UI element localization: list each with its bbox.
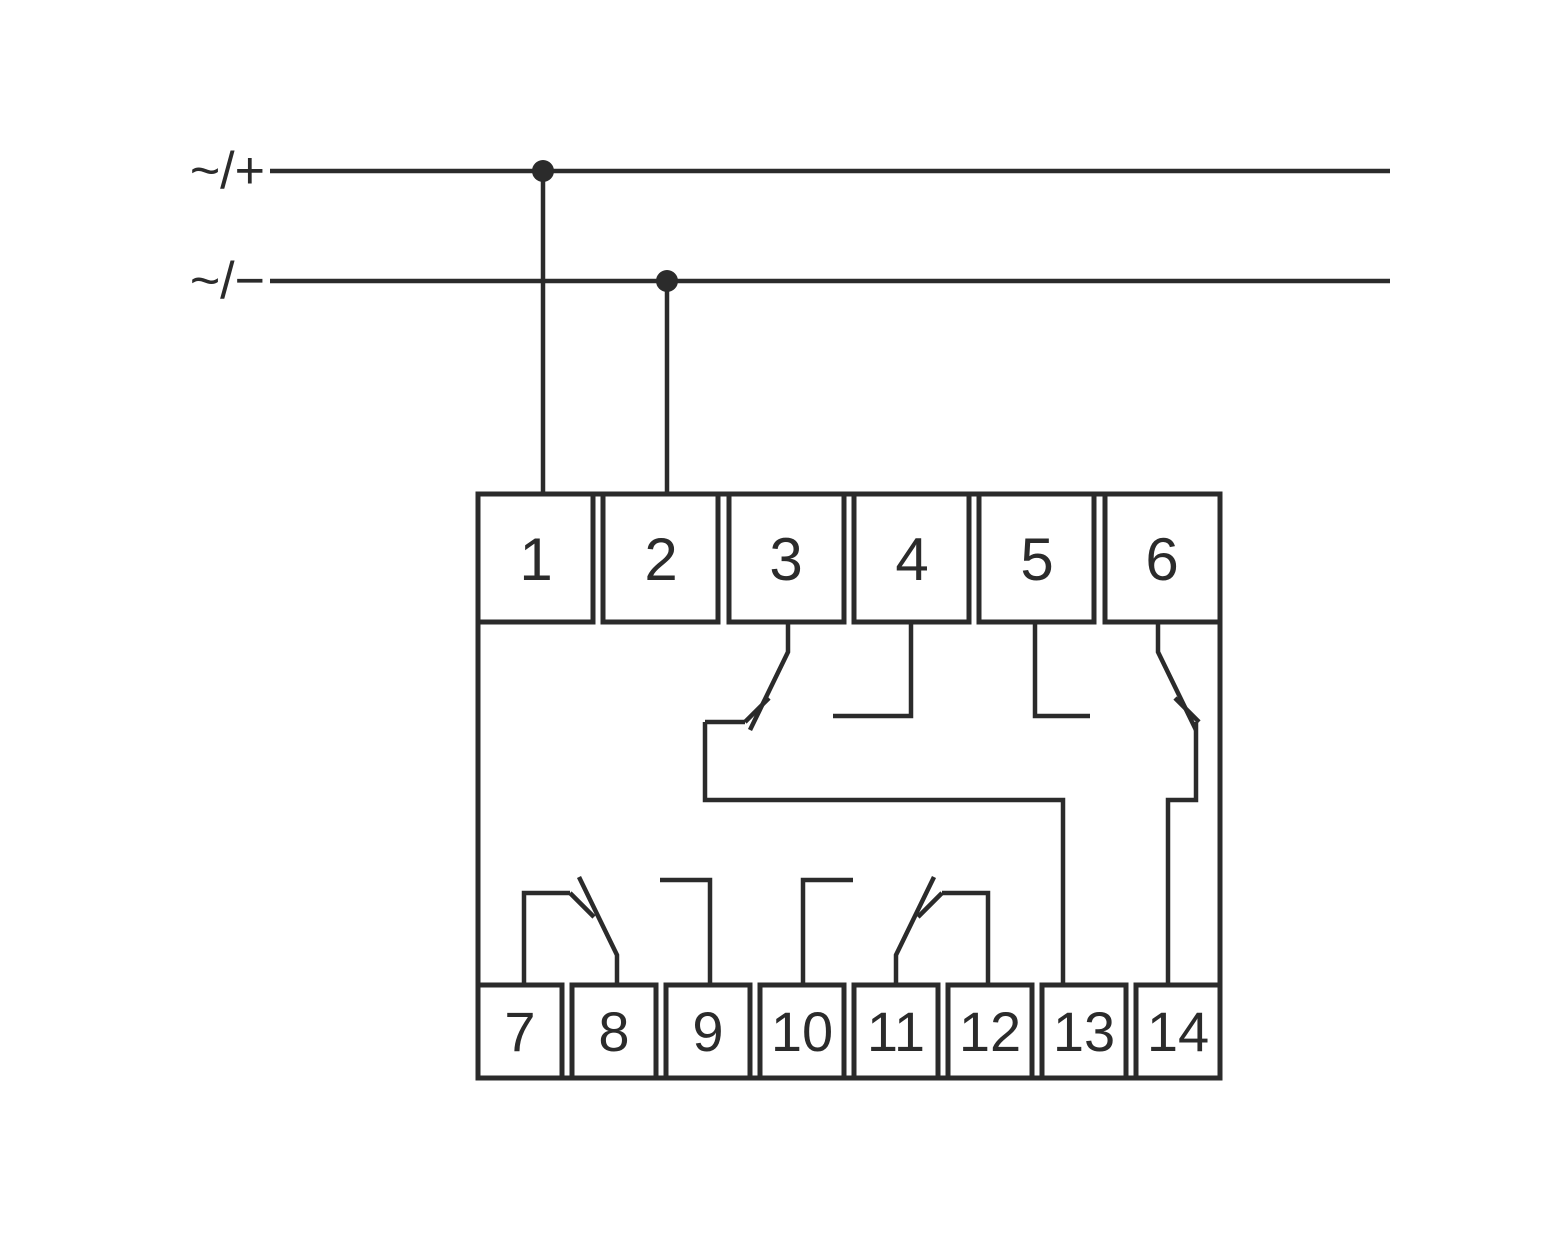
terminal-label-8: 8 [598, 1000, 629, 1063]
contact-tick-lower-left [568, 891, 596, 919]
fixed-contact-terminal-4 [833, 622, 914, 719]
terminal-label-9: 9 [692, 1000, 723, 1063]
labels: ~/+ ~/− 1 2 3 4 5 6 7 8 9 10 11 12 13 14 [190, 142, 1209, 1063]
junction-dot-minus [656, 270, 678, 292]
terminal-box-8 [569, 982, 659, 1081]
contact-blade-terminal-11 [893, 876, 937, 985]
supply-plus-label: ~/+ [190, 142, 265, 200]
terminal-box-13 [1039, 982, 1129, 1081]
contact-tick-lower-right [916, 891, 944, 919]
terminal-box-6 [1102, 491, 1223, 625]
fixed-contact-terminal-9 [660, 877, 713, 985]
terminal-label-7: 7 [504, 1000, 535, 1063]
contact-upper-left [705, 622, 914, 731]
terminal-label-3: 3 [769, 526, 802, 593]
terminal-label-14: 14 [1147, 1000, 1209, 1063]
contact-lower-right [800, 876, 991, 985]
terminal-box-14 [1133, 982, 1223, 1081]
junction-dot-plus [532, 160, 554, 182]
terminal-box-1 [475, 491, 596, 625]
fixed-contact-terminal-12 [942, 890, 991, 985]
terminal-label-12: 12 [959, 1000, 1021, 1063]
terminal-label-13: 13 [1053, 1000, 1115, 1063]
internal-wiring [521, 622, 1201, 985]
fixed-contact-terminal-10 [800, 877, 853, 985]
terminal-label-11: 11 [867, 1000, 925, 1063]
terminal-label-6: 6 [1145, 526, 1178, 593]
rail-to-terminal-13 [702, 722, 1066, 985]
relay-body-outline [475, 491, 1223, 1081]
fixed-contact-terminal-7 [521, 890, 570, 985]
contact-tick-left [743, 696, 771, 724]
supply-minus-label: ~/− [190, 252, 265, 310]
terminal-label-1: 1 [519, 526, 552, 593]
terminal-label-4: 4 [895, 526, 928, 593]
terminal-box-2 [600, 491, 721, 625]
terminal-label-10: 10 [771, 1000, 833, 1063]
contact-blade-terminal-8 [576, 876, 620, 985]
relay-body-group [475, 491, 1223, 1081]
contact-tick-right [1173, 696, 1201, 724]
contact-lower-left [521, 876, 713, 985]
fixed-contact-terminal-5 [1032, 622, 1090, 719]
contact-upper-right [1032, 622, 1201, 731]
supply-rails [270, 168, 1390, 494]
terminal-box-7 [475, 982, 565, 1081]
rail-to-terminal-14 [1165, 722, 1199, 985]
terminal-label-5: 5 [1020, 526, 1053, 593]
terminal-label-2: 2 [644, 526, 677, 593]
